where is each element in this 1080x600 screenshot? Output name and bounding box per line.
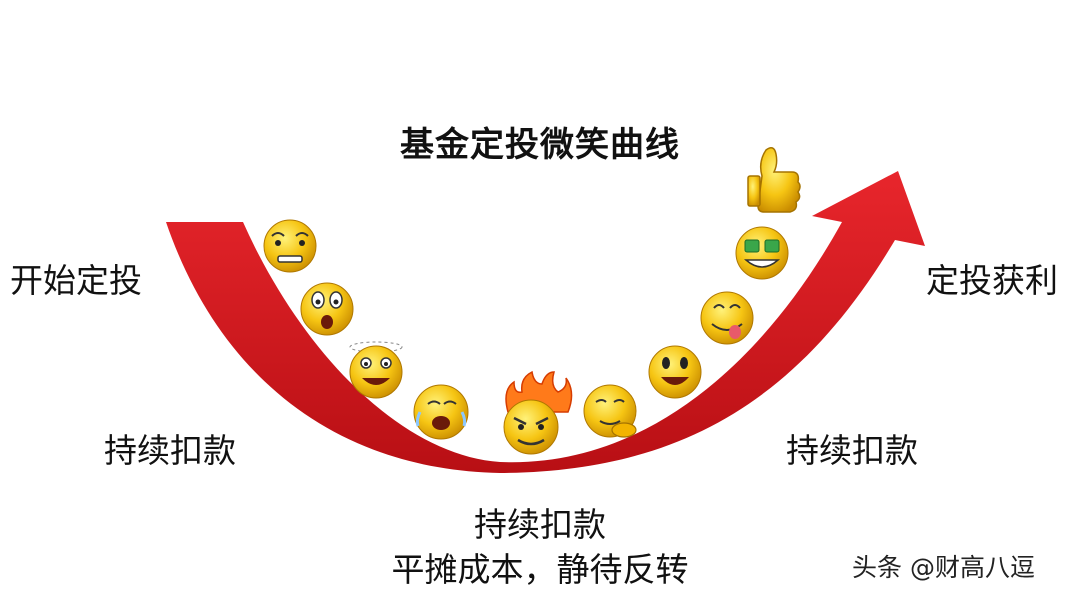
thinking-face-icon [583,384,637,438]
nervous-face-icon [263,219,317,273]
continue-deduction-right-label: 持续扣款 [786,431,918,470]
crying-face-icon [413,384,469,440]
smile-curve-arrow [166,171,925,473]
dizzy-face-icon [349,341,403,399]
start-investing-label: 开始定投 [10,261,142,300]
diagram-title: 基金定投微笑曲线 [400,125,680,165]
angry-fire-face-icon [503,370,573,455]
money-eyes-face-icon [735,226,789,280]
smiling-face-icon [648,345,702,399]
tongue-out-face-icon [700,291,754,345]
profit-label: 定投获利 [926,261,1058,300]
bottom-cost-averaging-label: 平摊成本，静待反转 [391,550,689,589]
watermark: 头条 @财高八逗 [852,553,1035,582]
thumbs-up-icon [747,147,801,213]
surprised-face-icon [300,282,354,336]
bottom-continue-label: 持续扣款 [474,505,606,544]
continue-deduction-left-label: 持续扣款 [104,431,236,470]
